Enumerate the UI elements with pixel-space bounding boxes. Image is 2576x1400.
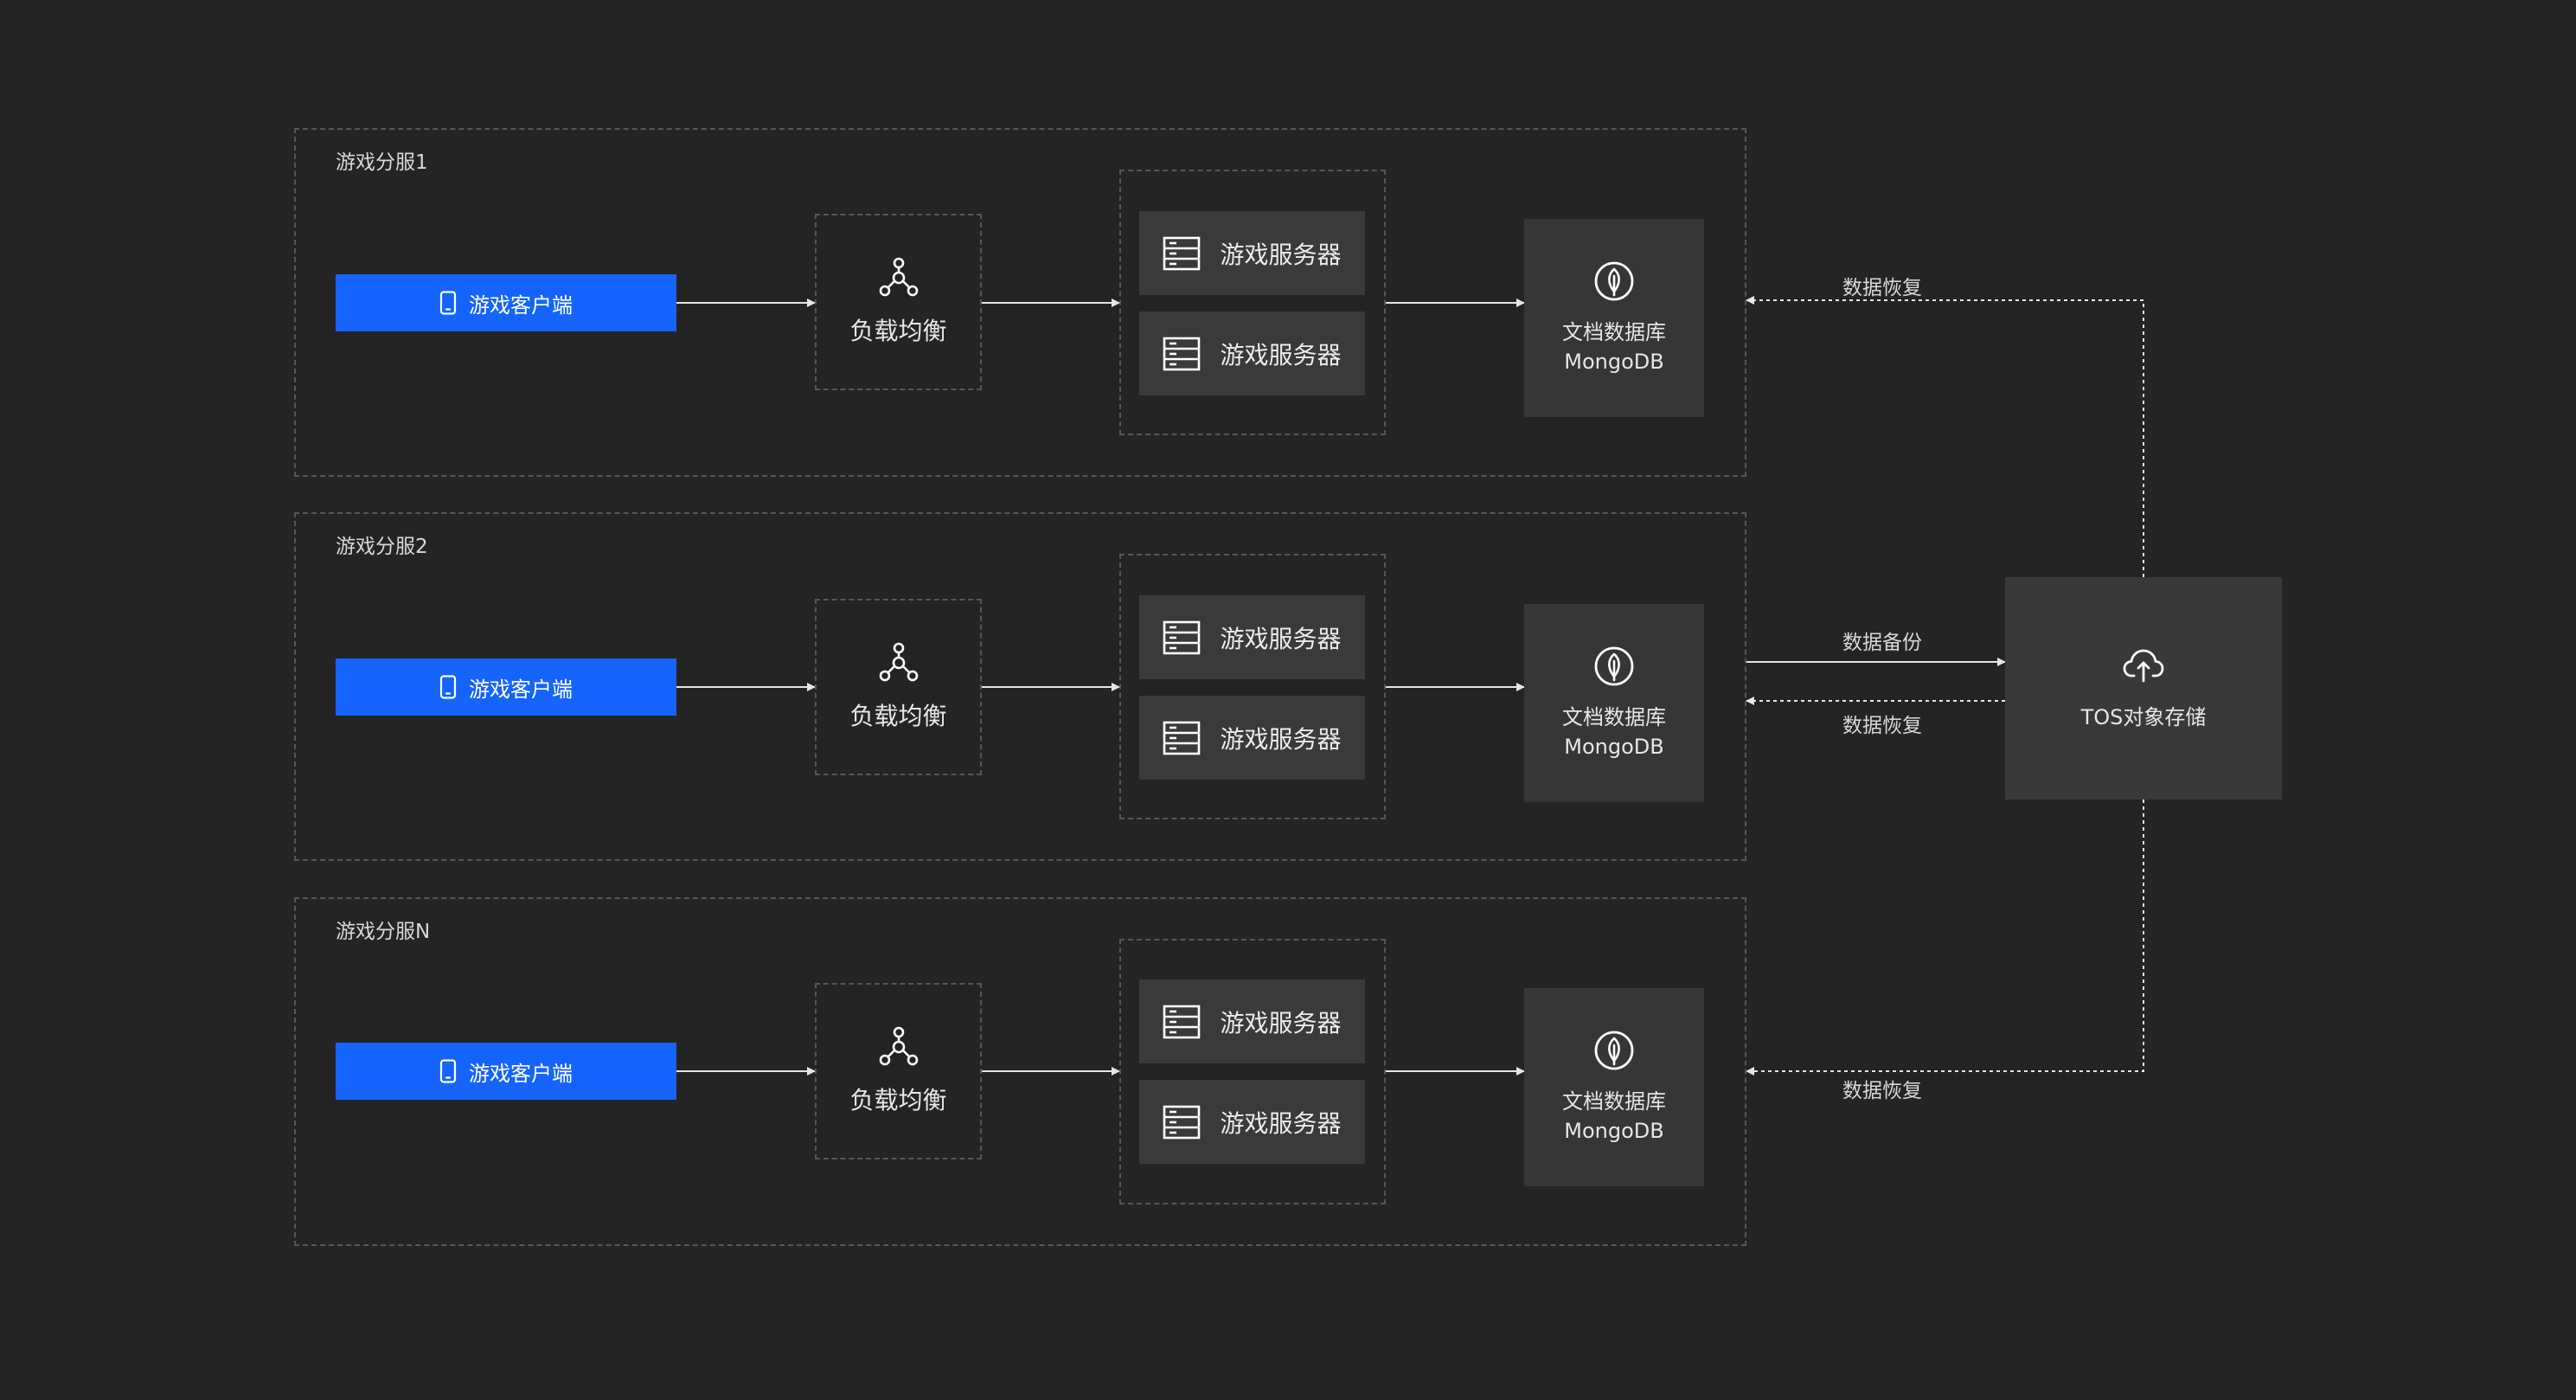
shard-container-1 [294, 128, 1746, 477]
client-label: 游戏客户端 [469, 1061, 573, 1086]
data-backup-label: 数据备份 [1842, 632, 1922, 654]
game-server-node[interactable]: 游戏服务器 [1139, 311, 1365, 395]
load-balancer-label: 负载均衡 [849, 1086, 947, 1114]
server-label: 游戏服务器 [1220, 1008, 1342, 1037]
server-group [1119, 939, 1386, 1204]
game-server-node[interactable]: 游戏服务器 [1139, 211, 1365, 295]
load-balancer-node[interactable]: 负载均衡 [815, 599, 982, 775]
tos-object-storage-node[interactable]: TOS对象存储 [2005, 577, 2282, 800]
mongodb-leaf-icon [1594, 646, 1634, 685]
game-client-button[interactable]: 游戏客户端 [336, 274, 676, 331]
database-name: 文档数据库 [1562, 319, 1666, 344]
data-restore-label: 数据恢复 [1842, 715, 1922, 737]
storage-label: TOS对象存储 [2080, 705, 2207, 729]
server-icon [1163, 236, 1201, 270]
server-label: 游戏服务器 [1220, 340, 1342, 369]
game-server-node[interactable]: 游戏服务器 [1139, 1080, 1365, 1164]
server-group [1119, 170, 1386, 435]
game-client-button[interactable]: 游戏客户端 [336, 658, 676, 716]
database-engine: MongoDB [1564, 734, 1664, 759]
shard-container-2 [294, 512, 1746, 861]
load-balancer-node[interactable]: 负载均衡 [815, 983, 982, 1159]
server-icon [1163, 1005, 1201, 1038]
shard-title: 游戏分服2 [336, 536, 428, 558]
mongodb-database-node[interactable]: 文档数据库 MongoDB [1524, 219, 1704, 417]
load-balancer-label: 负载均衡 [849, 317, 947, 345]
server-icon [1163, 721, 1201, 755]
server-icon [1163, 337, 1201, 370]
database-engine: MongoDB [1564, 349, 1664, 374]
server-label: 游戏服务器 [1220, 624, 1342, 653]
phone-icon [439, 1059, 457, 1083]
server-icon [1163, 620, 1201, 654]
load-balancer-icon [879, 642, 918, 682]
restore-to-shard-1-arrow [1746, 296, 2144, 577]
load-balancer-icon [879, 1026, 918, 1066]
server-icon [1163, 1105, 1201, 1139]
game-server-node[interactable]: 游戏服务器 [1139, 696, 1365, 780]
database-name: 文档数据库 [1562, 1089, 1666, 1114]
client-label: 游戏客户端 [469, 677, 573, 702]
shard-title: 游戏分服N [336, 921, 431, 943]
server-label: 游戏服务器 [1220, 1108, 1342, 1138]
shard-title: 游戏分服1 [336, 151, 428, 174]
server-label: 游戏服务器 [1220, 240, 1342, 269]
mongodb-database-node[interactable]: 文档数据库 MongoDB [1524, 604, 1704, 802]
game-server-node[interactable]: 游戏服务器 [1139, 979, 1365, 1063]
phone-icon [439, 291, 457, 315]
phone-icon [439, 675, 457, 699]
load-balancer-icon [879, 257, 918, 297]
server-group [1119, 554, 1386, 819]
restore-to-shard-n-arrow [1746, 800, 2144, 1076]
data-restore-label: 数据恢复 [1842, 1080, 1922, 1102]
server-label: 游戏服务器 [1220, 724, 1342, 754]
database-engine: MongoDB [1564, 1118, 1664, 1143]
load-balancer-node[interactable]: 负载均衡 [815, 214, 982, 390]
database-name: 文档数据库 [1562, 704, 1666, 729]
mongodb-database-node[interactable]: 文档数据库 MongoDB [1524, 988, 1704, 1186]
cloud-upload-icon [2123, 649, 2164, 683]
data-restore-label: 数据恢复 [1842, 277, 1922, 299]
shard-container-n [294, 897, 1746, 1246]
load-balancer-label: 负载均衡 [849, 702, 947, 730]
client-label: 游戏客户端 [469, 292, 573, 318]
game-server-node[interactable]: 游戏服务器 [1139, 595, 1365, 679]
game-client-button[interactable]: 游戏客户端 [336, 1043, 676, 1100]
mongodb-leaf-icon [1594, 1031, 1634, 1069]
mongodb-leaf-icon [1594, 261, 1634, 300]
